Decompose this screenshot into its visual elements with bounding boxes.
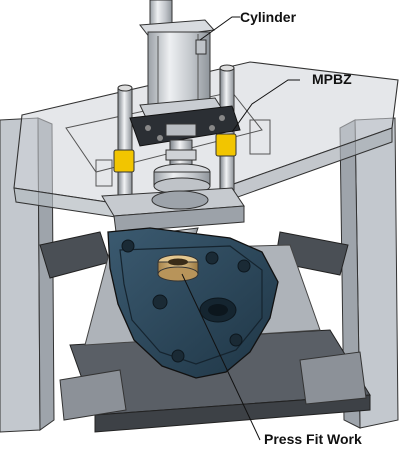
label-mpbz: MPBZ xyxy=(312,71,352,87)
leader-lines xyxy=(181,16,300,441)
label-press-fit-work: Press Fit Work xyxy=(264,431,362,447)
sensor-icon xyxy=(113,133,237,173)
label-cylinder: Cylinder xyxy=(240,9,297,25)
workpiece-icon xyxy=(107,227,279,379)
cylinder-icon xyxy=(129,0,241,167)
